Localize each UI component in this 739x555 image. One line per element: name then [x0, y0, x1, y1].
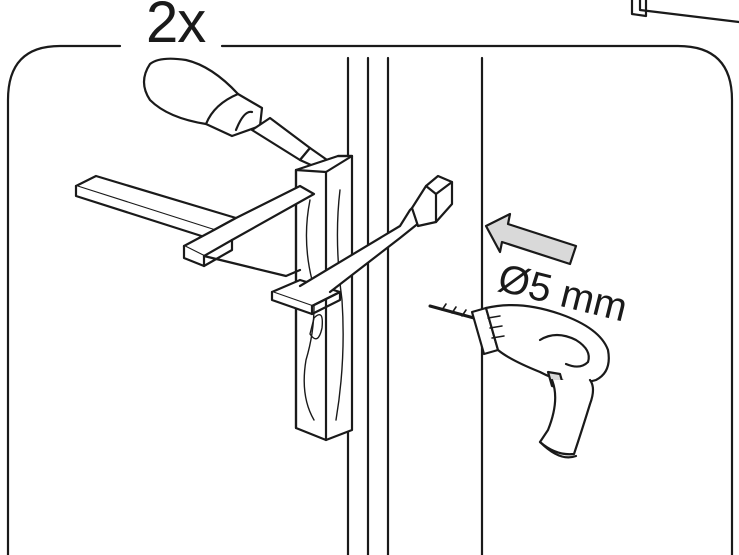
screwdriver-icon	[142, 57, 332, 172]
previous-step-fragment	[630, 0, 739, 24]
arrow-left-icon	[484, 212, 578, 266]
drilling-template-icon	[74, 174, 454, 316]
drill-icon	[428, 303, 610, 459]
cabinet-edge-lines	[346, 56, 484, 555]
step-frame	[6, 44, 734, 555]
quantity-label: 2x	[140, 0, 212, 52]
